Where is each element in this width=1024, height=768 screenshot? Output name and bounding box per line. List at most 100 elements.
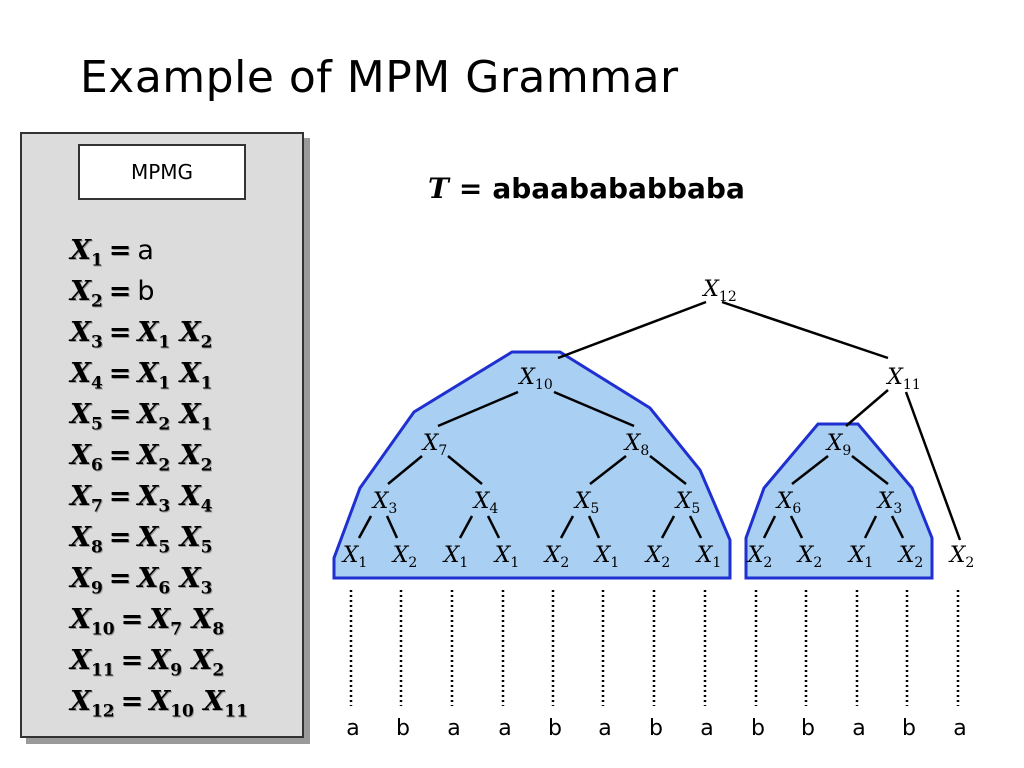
leaf-char: a xyxy=(498,716,511,741)
rule-symbol: X1 xyxy=(179,358,213,394)
rule-symbol: X2 xyxy=(179,440,213,476)
rule-equals: = xyxy=(108,481,132,512)
rule-equals: = xyxy=(108,276,132,307)
bottom-symbol: X1 xyxy=(593,543,620,571)
grammar-rule: X2=b xyxy=(70,271,248,312)
tree-edge xyxy=(890,515,905,539)
tree-edge xyxy=(387,455,423,485)
rule-equals: = xyxy=(108,563,132,594)
tree-node-x5b: X5 xyxy=(674,489,701,517)
leaf-char: a xyxy=(700,716,713,741)
rule-equals: = xyxy=(108,440,132,471)
bottom-symbol: X1 xyxy=(493,543,520,571)
rule-symbol: X8 xyxy=(191,604,225,640)
tree-node-x3b: X3 xyxy=(876,489,903,517)
tree-edge xyxy=(863,515,878,539)
bottom-symbol: X1 xyxy=(847,543,874,571)
grammar-rule: X12=X10 X11 xyxy=(70,681,248,722)
rule-terminal: a xyxy=(137,235,154,266)
bottom-symbol: X2 xyxy=(644,543,671,571)
tree-node-x4: X4 xyxy=(472,489,499,517)
rule-symbol: X7 xyxy=(149,604,183,640)
grammar-rule: X11=X9 X2 xyxy=(70,640,248,681)
bottom-symbol: X2 xyxy=(746,543,773,571)
tree-node-x10: X10 xyxy=(517,365,553,393)
bottom-symbol: X2 xyxy=(796,543,823,571)
grammar-rule: X7=X3 X4 xyxy=(70,476,248,517)
rule-equals: = xyxy=(108,399,132,430)
rule-symbol: X6 xyxy=(70,440,103,476)
grammar-rule: X3=X1 X2 xyxy=(70,312,248,353)
text-variable: T xyxy=(428,172,449,205)
leaf-char: b xyxy=(801,716,815,741)
mpmg-label: MPMG xyxy=(130,160,194,184)
rule-symbol: X2 xyxy=(137,440,171,476)
tree-edge xyxy=(458,515,474,539)
rule-symbol: X1 xyxy=(179,399,213,435)
rule-terminal: b xyxy=(137,276,155,307)
rule-symbol: X6 xyxy=(137,563,171,599)
tree-edge xyxy=(851,455,889,485)
rule-symbol: X10 xyxy=(149,686,194,722)
rule-symbol: X9 xyxy=(70,563,103,599)
rule-equals: = xyxy=(120,604,144,635)
bottom-symbol: X2 xyxy=(391,543,418,571)
grammar-rule: X10=X7 X8 xyxy=(70,599,248,640)
rule-symbol: X7 xyxy=(70,481,103,517)
rule-symbol: X1 xyxy=(137,358,171,394)
rule-symbol: X2 xyxy=(191,645,225,681)
rule-symbol: X3 xyxy=(137,481,171,517)
mpmg-label-box: MPMG xyxy=(78,144,246,200)
rule-symbol: X1 xyxy=(70,235,103,271)
tree-node-x5a: X5 xyxy=(573,489,600,517)
tree-node-x12: X12 xyxy=(701,277,737,305)
tree-edge xyxy=(447,455,483,485)
grammar-rule: X8=X5 X5 xyxy=(70,517,248,558)
grammar-rule: X1=a xyxy=(70,230,248,271)
rule-symbol: X8 xyxy=(70,522,103,558)
tree-node-x11: X11 xyxy=(885,365,921,393)
rule-symbol: X2 xyxy=(70,276,103,312)
leaf-char: b xyxy=(751,716,765,741)
rule-equals: = xyxy=(120,645,144,676)
tree-edge xyxy=(557,300,707,360)
tree-edge xyxy=(904,391,962,541)
rule-equals: = xyxy=(120,686,144,717)
tree-edge xyxy=(789,515,804,539)
tree-edge xyxy=(845,389,889,427)
text-equals: = xyxy=(458,172,483,205)
leaf-char: a xyxy=(852,716,865,741)
rule-symbol: X1 xyxy=(137,317,171,353)
bottom-symbol: X2 xyxy=(897,543,924,571)
tree-edge xyxy=(559,515,575,539)
text-string-line: T = abaabababbaba xyxy=(428,172,745,205)
tree-node-x6: X6 xyxy=(775,489,802,517)
grammar-rule: X6=X2 X2 xyxy=(70,435,248,476)
rule-symbol: X11 xyxy=(70,645,115,681)
tree-edge xyxy=(721,300,889,360)
rule-symbol: X4 xyxy=(70,358,103,394)
tree-node-x8: X8 xyxy=(623,431,650,459)
bottom-symbol: X1 xyxy=(695,543,722,571)
rule-equals: = xyxy=(108,522,132,553)
tree-edge xyxy=(589,455,627,485)
tree-edge xyxy=(357,515,373,539)
rule-equals: = xyxy=(108,317,132,348)
rule-symbol: X10 xyxy=(70,604,115,640)
rule-symbol: X5 xyxy=(70,399,103,435)
rule-equals: = xyxy=(108,235,132,266)
rule-symbol: X9 xyxy=(149,645,183,681)
rule-symbol: X12 xyxy=(70,686,115,722)
bottom-symbol: X1 xyxy=(341,543,368,571)
text-string: abaabababbaba xyxy=(492,172,745,205)
rule-symbol: X4 xyxy=(179,481,213,517)
tree-node-x7: X7 xyxy=(421,431,448,459)
subtree-highlight-x10 xyxy=(332,350,732,580)
tree-edge xyxy=(437,390,519,428)
tree-edge xyxy=(649,455,687,485)
grammar-rule: X5=X2 X1 xyxy=(70,394,248,435)
grammar-rule: X9=X6 X3 xyxy=(70,558,248,599)
rule-symbol: X11 xyxy=(203,686,248,722)
